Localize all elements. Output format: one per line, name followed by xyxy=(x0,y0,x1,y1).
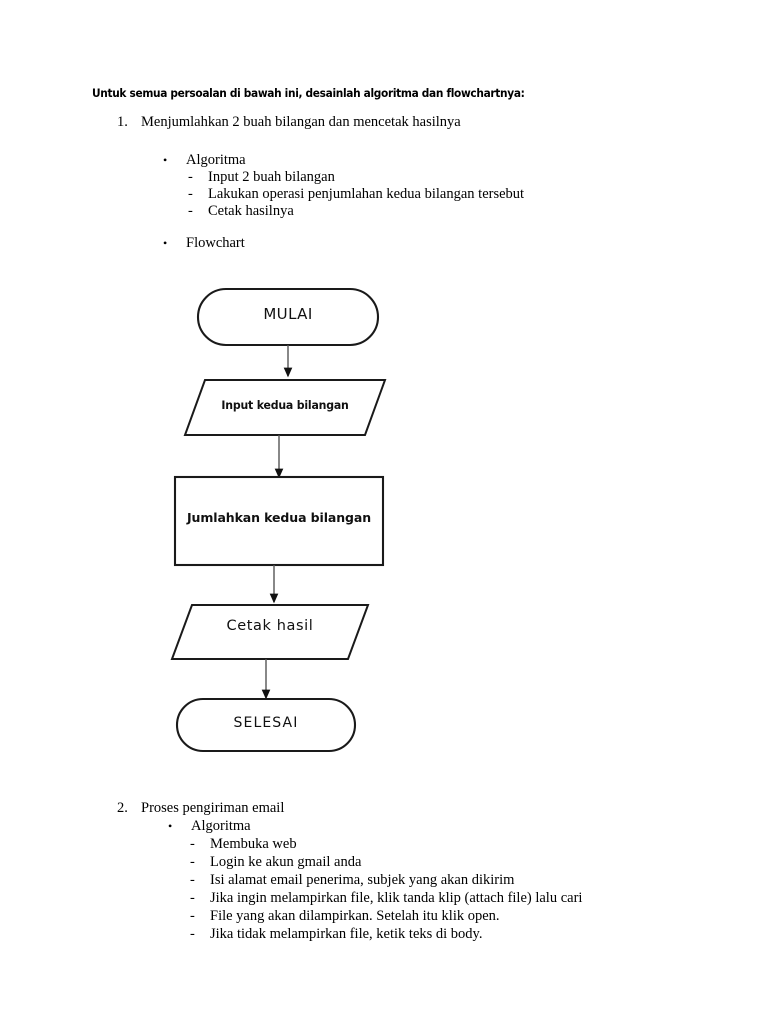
list-item-text: Input 2 buah bilangan xyxy=(208,169,335,185)
section-1-title-row: 1. Menjumlahkan 2 buah bilangan dan menc… xyxy=(117,114,461,131)
flowchart-node-process-label: Jumlahkan kedua bilangan xyxy=(186,510,371,525)
flowchart-node-end-label: SELESAI xyxy=(233,715,299,731)
section-1-title: Menjumlahkan 2 buah bilangan dan menceta… xyxy=(141,114,461,130)
list-item: - Login ke akun gmail anda xyxy=(190,854,361,872)
dash-marker: - xyxy=(188,186,193,202)
section-1-group-2-label: Flowchart xyxy=(186,235,245,251)
list-item-text: Lakukan operasi penjumlahan kedua bilang… xyxy=(208,186,525,202)
section-2-group-1-label-row: • Algoritma xyxy=(168,818,251,835)
dash-marker: - xyxy=(190,926,195,942)
list-item-text: Cetak hasilnya xyxy=(208,203,294,219)
flowchart-node-output-label: Cetak hasil xyxy=(226,618,314,634)
dash-marker: - xyxy=(190,872,195,888)
dash-marker: - xyxy=(190,854,195,870)
section-2-title-row: 2. Proses pengiriman email xyxy=(117,800,284,817)
flowchart-node-process xyxy=(173,475,385,567)
flowchart-node-end xyxy=(175,697,357,753)
list-item: - Input 2 buah bilangan xyxy=(188,169,335,187)
bullet-icon: • xyxy=(163,153,168,167)
list-item-text: Login ke akun gmail anda xyxy=(210,854,362,870)
list-item: - File yang akan dilampirkan. Setelah it… xyxy=(190,908,500,926)
section-1-number: 1. xyxy=(117,114,128,130)
list-item: - Jika ingin melampirkan file, klik tand… xyxy=(190,890,582,908)
bullet-icon: • xyxy=(163,236,168,250)
section-1-group-1-label: Algoritma xyxy=(186,152,246,168)
dash-marker: - xyxy=(188,203,193,219)
section-1-group-1-label-row: • Algoritma xyxy=(163,152,246,169)
flowchart-node-output xyxy=(170,604,370,660)
list-item: - Membuka web xyxy=(190,836,297,854)
page-title: Untuk semua persoalan di bawah ini, desa… xyxy=(92,86,525,100)
dash-marker: - xyxy=(188,169,193,185)
flowchart-node-input-label: Input kedua bilangan xyxy=(221,398,349,412)
section-2-number: 2. xyxy=(117,800,128,816)
list-item-text: Membuka web xyxy=(210,836,297,852)
section-2-title: Proses pengiriman email xyxy=(141,800,285,816)
list-item: - Jika tidak melampirkan file, ketik tek… xyxy=(190,926,482,944)
dash-marker: - xyxy=(190,890,195,906)
section-2-group-1-label: Algoritma xyxy=(191,818,251,834)
dash-marker: - xyxy=(190,908,195,924)
section-1-group-2-label-row: • Flowchart xyxy=(163,235,245,252)
bullet-icon: • xyxy=(168,819,173,833)
list-item-text: Jika tidak melampirkan file, ketik teks … xyxy=(210,926,483,942)
flowchart-node-input xyxy=(183,379,387,436)
list-item-text: Jika ingin melampirkan file, klik tanda … xyxy=(210,890,583,906)
list-item: - Isi alamat email penerima, subjek yang… xyxy=(190,872,514,890)
list-item-text: File yang akan dilampirkan. Setelah itu … xyxy=(210,908,500,924)
flowchart-node-start-label: MULAI xyxy=(263,305,313,323)
dash-marker: - xyxy=(190,836,195,852)
list-item: - Cetak hasilnya xyxy=(188,203,294,221)
list-item-text: Isi alamat email penerima, subjek yang a… xyxy=(210,872,515,888)
list-item: - Lakukan operasi penjumlahan kedua bila… xyxy=(188,186,524,204)
